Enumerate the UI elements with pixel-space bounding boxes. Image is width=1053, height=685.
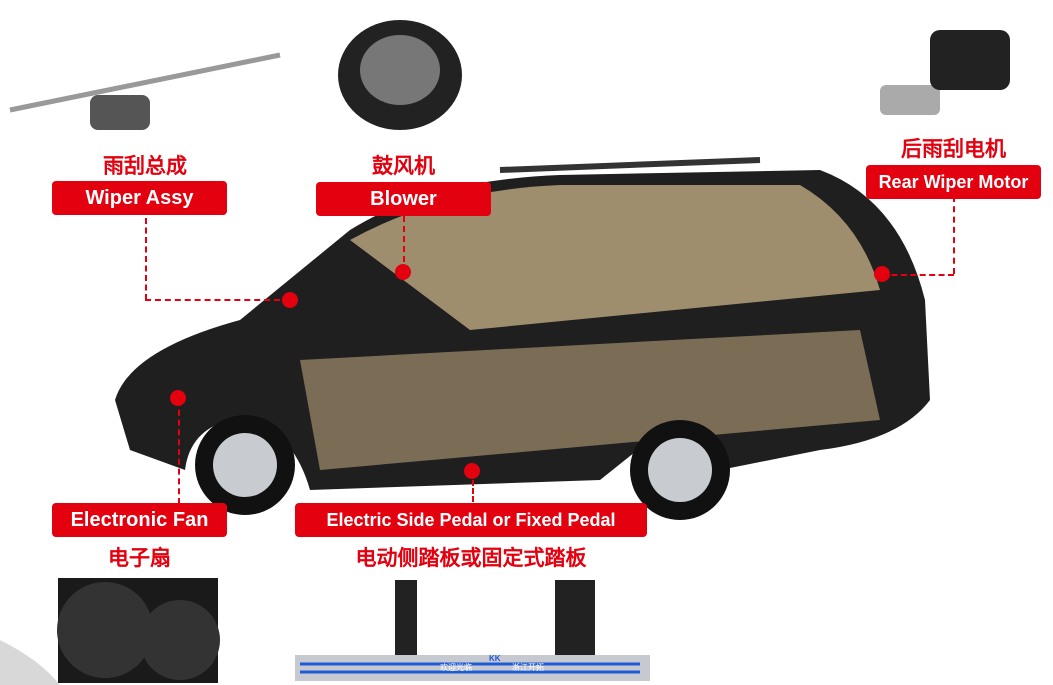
side-pedal-cn: 电动侧踏板或固定式踏板 [355, 546, 587, 570]
leader-line [178, 400, 180, 504]
blower-label: Blower [316, 182, 491, 216]
rear-wiper-motor-marker[interactable] [874, 266, 890, 282]
rear-wiper-motor-label: Rear Wiper Motor [866, 165, 1041, 199]
rear-wiper-motor-cn: 后雨刮电机 [901, 137, 1006, 161]
pedal-logo: KK [489, 654, 501, 663]
wiper-assy-label: Wiper Assy [52, 181, 227, 215]
leader-line [145, 218, 147, 300]
pedal-text-right: 浙江开拓 [512, 663, 544, 672]
blower-marker[interactable] [395, 264, 411, 280]
wiper-assy-image [9, 52, 281, 130]
car-body [115, 157, 930, 520]
electronic-fan-marker[interactable] [170, 390, 186, 406]
electronic-fan-label: Electronic Fan [52, 503, 227, 537]
leader-line [882, 274, 954, 276]
leader-line [472, 472, 474, 502]
leader-line [145, 299, 290, 301]
leader-line [953, 196, 955, 274]
electronic-fan-image [57, 578, 220, 683]
wiper-assy-marker[interactable] [282, 292, 298, 308]
pedal-text-left: 欢迎光临 [440, 663, 472, 672]
side-pedal-marker[interactable] [464, 463, 480, 479]
side-pedal-image [295, 580, 650, 681]
electronic-fan-cn: 电子扇 [108, 546, 171, 570]
blower-cn: 鼓风机 [372, 154, 435, 178]
side-pedal-label: Electric Side Pedal or Fixed Pedal [295, 503, 647, 537]
leader-line [403, 216, 405, 272]
rear-wiper-motor-image [880, 30, 1010, 115]
blower-image [338, 20, 462, 130]
wiper-assy-cn: 雨刮总成 [103, 154, 187, 178]
